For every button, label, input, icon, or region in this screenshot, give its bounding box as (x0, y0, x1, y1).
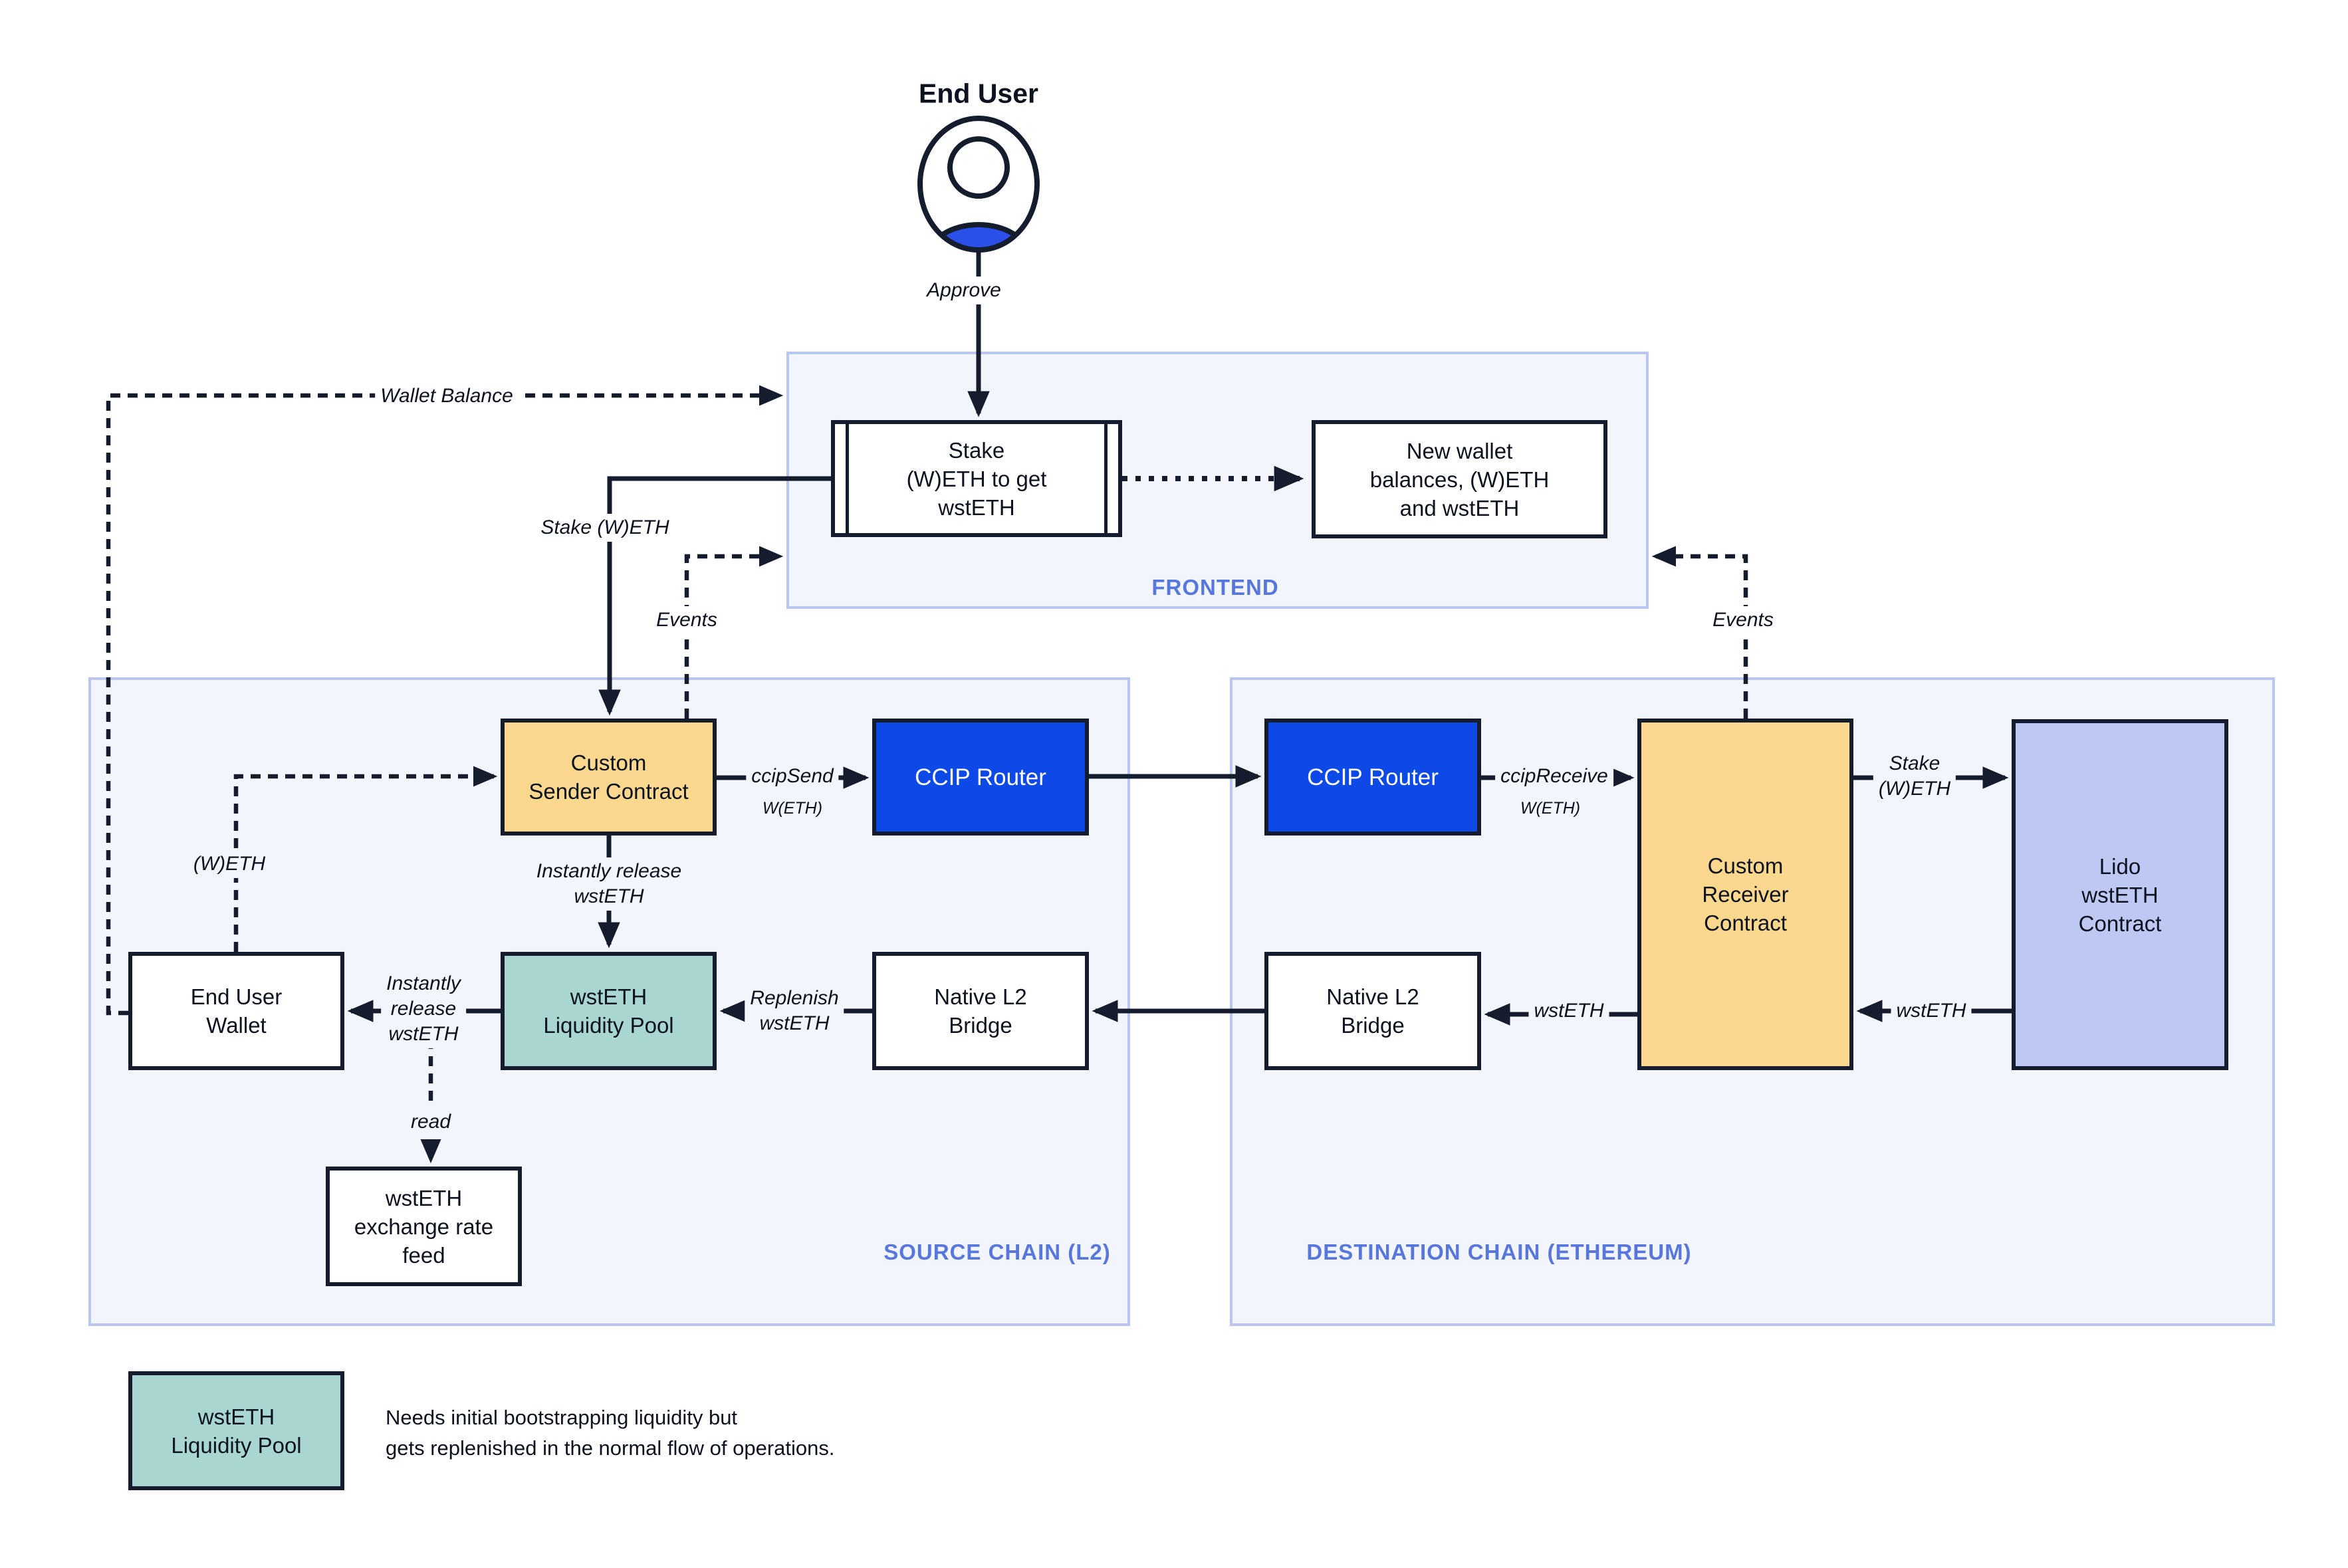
wsteth-lido-edge-label: wstETH (1891, 997, 1972, 1025)
stake-weth-right-edge-label: Stake (W)ETH (1873, 750, 1956, 803)
stake-node-label: Stake (W)ETH to get wstETH (906, 437, 1047, 520)
end-user-wallet-label: End User Wallet (190, 984, 283, 1038)
native-l2-bridge-destination-node: Native L2 Bridge (1264, 952, 1481, 1070)
weth-dashed-arrow (233, 766, 498, 952)
frontend-label: FRONTEND (1151, 575, 1279, 600)
stake-subroutine-node: Stake (W)ETH to get wstETH (831, 420, 1122, 537)
wsteth-liquidity-pool-node: wstETH Liquidity Pool (501, 952, 717, 1070)
ccipsend-weth-edge-label: W(ETH) (757, 794, 828, 822)
new-wallet-balances-node: New wallet balances, (W)ETH and wstETH (1312, 420, 1607, 538)
ccip-router-destination-node: CCIP Router (1264, 719, 1481, 836)
custom-receiver-contract-node: Custom Receiver Contract (1637, 719, 1853, 1070)
legend-pool-swatch: wstETH Liquidity Pool (128, 1371, 344, 1490)
instantly-release-down-edge-label: Instantly release wstETH (530, 857, 687, 911)
instantly-release-left-edge-label: Instantly release wstETH (381, 970, 466, 1048)
weth-edge-label: (W)ETH (187, 850, 271, 878)
ccipsend-edge-label: ccipSend (746, 762, 839, 790)
new-wallet-node-label: New wallet balances, (W)ETH and wstETH (1369, 438, 1550, 520)
events-left-dashed-arrow (684, 546, 784, 719)
ccip-router-source-label: CCIP Router (915, 764, 1046, 790)
custom-receiver-label: Custom Receiver Contract (1702, 853, 1789, 935)
subroutine-bar-right (1104, 424, 1108, 533)
wsteth-bridge-edge-label: wstETH (1528, 997, 1609, 1025)
source-chain-label: SOURCE CHAIN (L2) (883, 1240, 1111, 1264)
legend-pool-label: wstETH Liquidity Pool (171, 1404, 302, 1458)
user-head-shape (947, 136, 1010, 199)
user-outline-shape (917, 116, 1040, 253)
native-bridge-destination-label: Native L2 Bridge (1326, 984, 1419, 1038)
ccip-router-destination-label: CCIP Router (1307, 764, 1439, 790)
subroutine-bar-left (846, 424, 849, 533)
rate-feed-label: wstETH exchange rate feed (354, 1185, 494, 1268)
stake-weth-edge-label: Stake (W)ETH (535, 514, 675, 542)
wsteth-exchange-rate-feed-node: wstETH exchange rate feed (326, 1167, 522, 1286)
end-user-label: End User (919, 78, 1038, 109)
stake-weth-arrow (598, 476, 831, 716)
custom-sender-label: Custom Sender Contract (528, 750, 689, 804)
wallet-balance-edge-label: Wallet Balance (375, 382, 519, 410)
destination-chain-label: DESTINATION CHAIN (ETHEREUM) (1306, 1240, 1692, 1264)
liquidity-pool-label: wstETH Liquidity Pool (543, 984, 674, 1038)
ccipreceive-edge-label: ccipReceive (1495, 762, 1613, 790)
legend-note-text: Needs initial bootstrapping liquidity bu… (386, 1406, 835, 1460)
approve-edge-label: Approve (921, 277, 1006, 304)
events-right-dashed-arrow (1651, 546, 1748, 719)
events-right-edge-label: Events (1707, 606, 1779, 634)
native-l2-bridge-source-node: Native L2 Bridge (872, 952, 1089, 1070)
events-left-edge-label: Events (651, 606, 723, 634)
native-bridge-source-label: Native L2 Bridge (934, 984, 1027, 1038)
read-edge-label: read (405, 1108, 457, 1136)
ccip-router-source-node: CCIP Router (872, 719, 1089, 836)
lido-wsteth-contract-node: Lido wstETH Contract (2012, 719, 2228, 1070)
ccipreceive-weth-edge-label: W(ETH) (1514, 794, 1586, 822)
replenish-wsteth-edge-label: Replenish wstETH (745, 984, 844, 1038)
end-user-wallet-node: End User Wallet (128, 952, 344, 1070)
lido-contract-label: Lido wstETH Contract (2078, 853, 2162, 936)
custom-sender-contract-node: Custom Sender Contract (501, 719, 717, 836)
